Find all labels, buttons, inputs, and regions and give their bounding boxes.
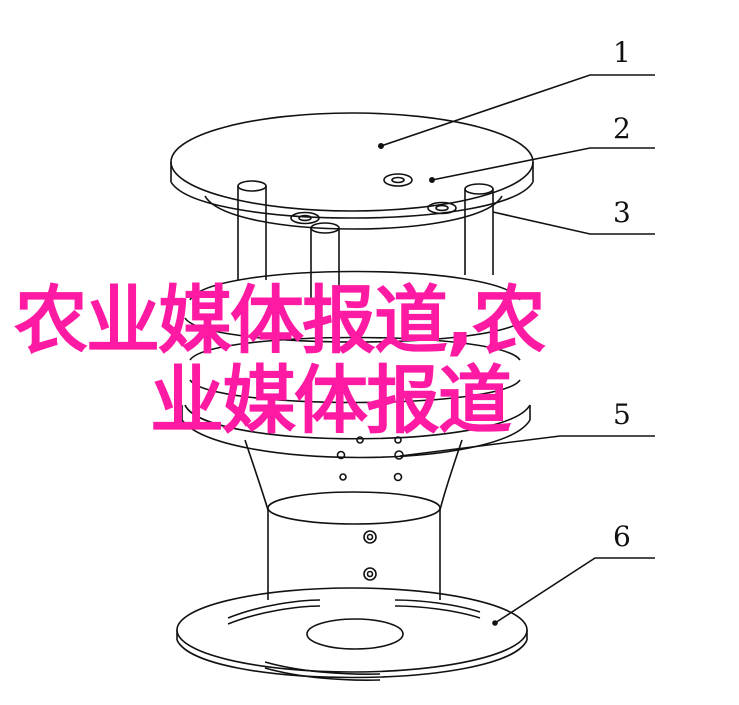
callout-labels: 1 2 3 5 6	[613, 36, 631, 553]
support-posts	[237, 180, 494, 300]
callout-6: 6	[613, 520, 631, 553]
callout-leaders	[380, 74, 655, 624]
radiation-shield-plates	[181, 270, 531, 459]
overlay-text-line-2: 业媒体报道	[150, 358, 512, 444]
flared-body	[244, 436, 463, 525]
base-plate	[176, 587, 528, 681]
cylinder-column	[267, 510, 441, 600]
callout-5: 5	[613, 398, 631, 431]
callout-1: 1	[613, 36, 631, 69]
callout-2: 2	[613, 112, 631, 145]
top-cap	[170, 112, 534, 230]
overlay-text-line-1: 农业媒体报道,农	[14, 278, 546, 364]
callout-3: 3	[613, 196, 631, 229]
